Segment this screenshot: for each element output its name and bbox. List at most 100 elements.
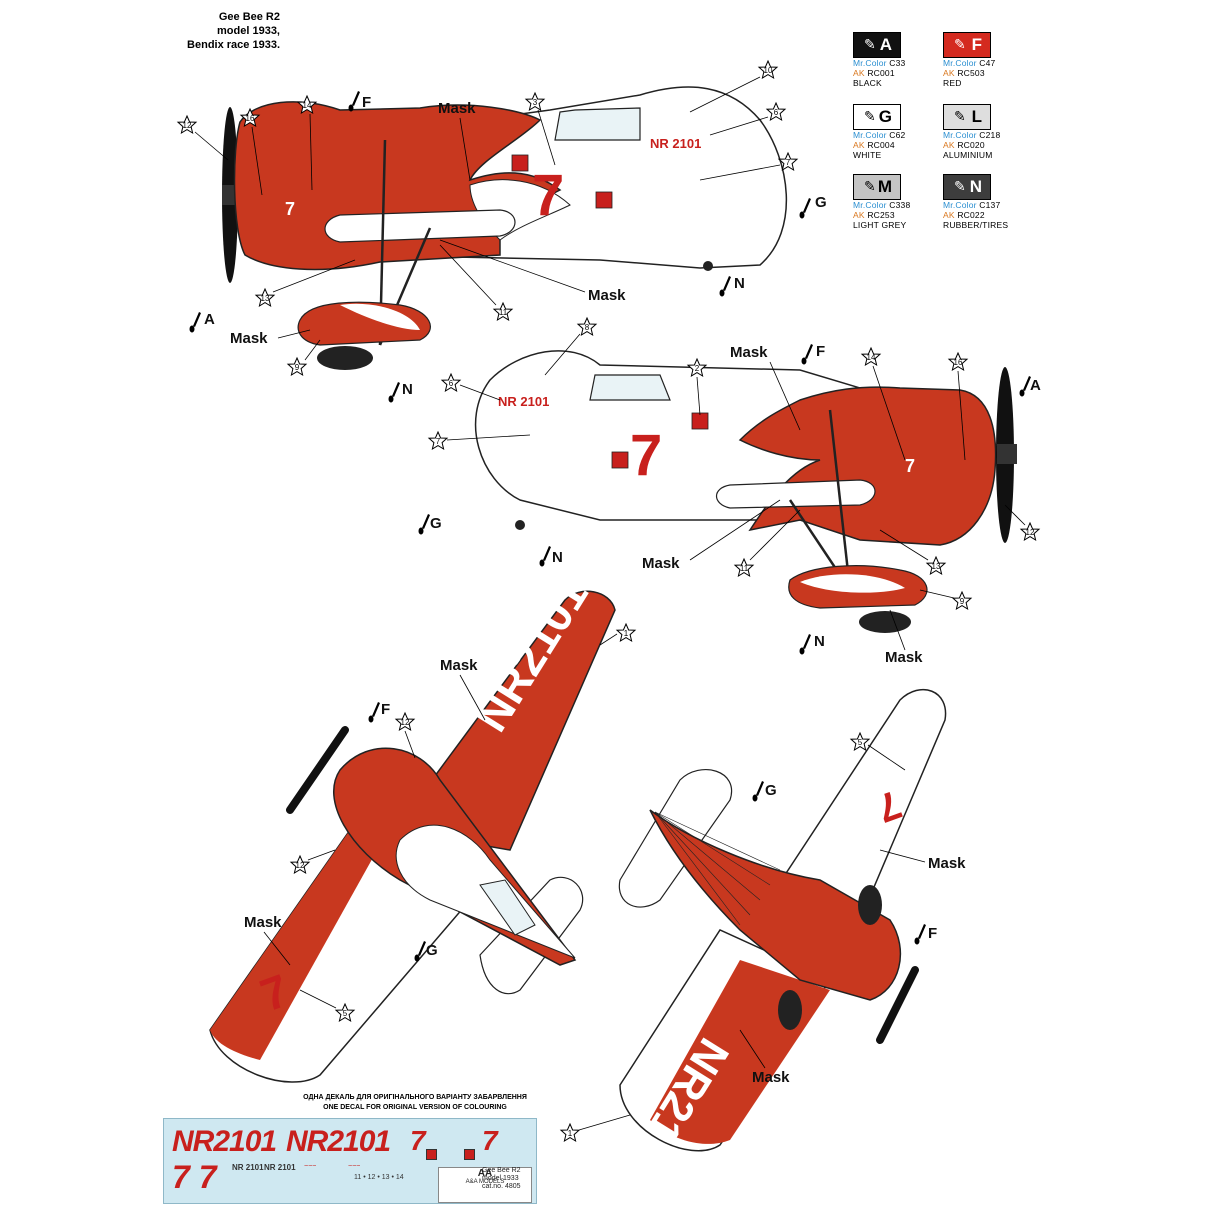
brush-icon: ✎ [864,108,876,124]
ak-code: RC253 [867,210,895,220]
svg-text:16: 16 [246,114,255,123]
lower-wing [324,209,516,243]
propeller [996,367,1017,543]
mr-code: C218 [979,130,1001,140]
swatch-light-grey: ✎ M [853,174,901,200]
title-line-3: Bendix race 1933. [187,39,280,51]
callout-star: 16 [240,108,260,127]
svg-text:6: 6 [449,379,454,388]
mask-label: Mask [588,287,626,304]
callout-star: 9 [952,591,972,610]
svg-text:9: 9 [295,363,300,372]
mask-callouts: Mask Mask Mask Mask Mask Mask Mask Mask … [230,100,966,1086]
mask-label: Mask [244,914,282,931]
svg-text:13: 13 [932,562,941,571]
paint-letter: F [816,343,825,360]
svg-text:1: 1 [568,1129,573,1138]
mask-label: Mask [885,649,923,666]
svg-text:14: 14 [303,101,312,110]
decal-dice [426,1149,437,1160]
svg-text:16: 16 [954,358,963,367]
paint-letter: F [928,925,937,942]
callout-star: 12 [395,712,415,731]
color-name: BLACK [853,78,882,88]
color-name: LIGHT GREY [853,220,907,230]
wing-right [393,590,616,851]
decal-brand-box: AA A&A MODELS [438,1167,532,1203]
decal-small-reg-2: NR 2101 [264,1163,296,1172]
mr-brand: Mr.Color [943,200,977,210]
decal-seven-b: 7 [482,1125,498,1156]
decal-small-items: 11 • 12 • 13 • 14 [354,1174,404,1181]
propeller [286,726,349,814]
callout-star: 10 [758,60,778,79]
mr-code: C338 [889,200,911,210]
ak-brand: AK [943,140,955,150]
callout-star: 11 [493,302,513,321]
callout-star: 2 [687,358,707,377]
svg-text:3: 3 [533,98,538,107]
decal-dice [464,1149,475,1160]
svg-text:12: 12 [183,121,192,130]
callout-star: 6 [766,102,786,121]
color-name: WHITE [853,150,882,160]
side-view-left: 7 NR 2101 7 [222,86,787,370]
wheel [858,885,882,925]
callout-star: 12 [1020,522,1040,541]
paint-letter: A [1030,377,1041,394]
decal-heading: ОДНА ДЕКАЛЬ ДЛЯ ОРИГІНАЛЬНОГО ВАРІАНТУ З… [300,1093,530,1113]
decal-heading-en: ONE DECAL FOR ORIGINAL VERSION OF COLOUR… [323,1104,507,1111]
callout-star: 12 [177,115,197,134]
ak-brand: AK [943,210,955,220]
callout-star: 13 [255,288,275,307]
swatch-red: ✎ F [943,32,991,58]
mask-label: Mask [752,1069,790,1086]
paint-legend: ✎ A Mr.Color C33 AK RC001 BLACK ✎ F Mr.C… [850,32,1050,242]
swatch-rubber: ✎ N [943,174,991,200]
wheel [317,346,373,370]
paint-letter: N [734,275,745,292]
svg-text:11: 11 [740,564,749,573]
callout-star: 8 [577,317,597,336]
paint-letter: G [765,782,777,799]
brush-icon: ✎ [954,36,966,52]
fuselage-bottom [649,809,902,1001]
color-name: RED [943,78,962,88]
color-name: RUBBER/TIRES [943,220,1009,230]
legend-item-l: ✎ L Mr.Color C218 AK RC020 ALUMINIUM [943,104,1119,160]
ak-code: RC503 [957,68,985,78]
mask-label: Mask [642,555,680,572]
swatch-letter: L [971,107,982,126]
swatch-aluminium: ✎ L [943,104,991,130]
wheel [778,990,802,1030]
ak-code: RC020 [957,140,985,150]
callout-star: 16 [948,352,968,371]
paint-callouts: F G N A N F A G N N F G G F [189,91,1041,962]
star-callouts: 12 16 14 3 10 6 7 13 11 9 8 2 6 7 14 16 … [177,60,1040,1142]
paint-letter: N [814,633,825,650]
cowl-number: 7 [285,199,295,219]
canopy [589,374,671,401]
ak-code: RC022 [957,210,985,220]
decal-seven-a: 7 [410,1125,426,1156]
wing-upper [773,689,947,921]
mask-label: Mask [928,855,966,872]
decal-big-sevens: 7 7 [172,1159,217,1195]
callout-star: 12 [290,855,310,874]
brush-icon: ✎ [864,36,876,52]
mr-code: C137 [979,200,1001,210]
race-number: 7 [630,423,662,488]
brush-icon: ✎ [954,178,966,194]
propeller [876,966,919,1044]
svg-text:7: 7 [786,158,791,167]
svg-text:7: 7 [436,437,441,446]
paint-letter: G [426,942,438,959]
paint-letter: G [430,515,442,532]
decal-sheet: NR2101 NR2101 7 7 7 7 NR 2101 NR 2101 ~~… [163,1118,537,1204]
paint-letter: N [402,381,413,398]
rear-hatching [654,811,781,926]
color-name: ALUMINIUM [943,150,993,160]
swatch-letter: N [969,177,982,196]
legend-item-a: ✎ A Mr.Color C33 AK RC001 BLACK [853,32,1029,88]
